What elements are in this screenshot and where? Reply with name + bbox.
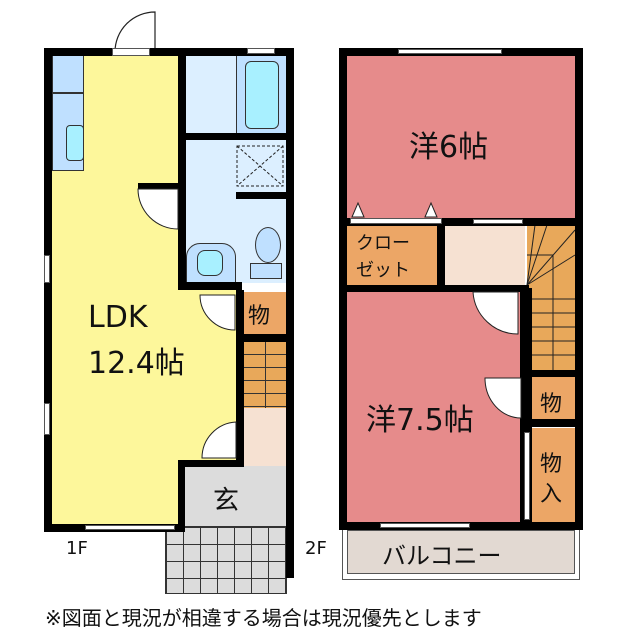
entrance-genkan	[185, 466, 288, 526]
stairs-2f	[527, 225, 575, 370]
western-7-5jo-door-swing-icon	[472, 291, 519, 335]
closet-door-marker-left-icon	[351, 201, 365, 218]
wall	[178, 460, 185, 532]
storage-door-swing-icon	[199, 294, 236, 331]
hall-2f	[445, 225, 525, 285]
western-6jo-window	[398, 49, 502, 54]
closet-doors[interactable]	[350, 218, 442, 224]
wall	[520, 419, 580, 427]
wall	[575, 48, 583, 530]
ldk-washroom-door-swing-icon	[137, 188, 179, 230]
wall	[138, 183, 180, 189]
storage-small-2f-label: 物	[540, 392, 563, 417]
western-room-7-5jo	[347, 292, 525, 522]
wall	[339, 285, 529, 292]
closet-2f	[347, 225, 437, 285]
wall	[178, 48, 186, 288]
wall	[178, 282, 242, 290]
front-door-opening[interactable]	[112, 48, 150, 56]
floor-1-label: 1F	[66, 538, 88, 559]
storage-closet-label-line1: 物	[540, 452, 563, 477]
balcony-floor	[347, 530, 575, 574]
disclaimer-note: ※図面と現況が相違する場合は現況優先とします	[45, 606, 482, 630]
wall	[186, 133, 288, 140]
closet-label-line1: クロー	[356, 233, 410, 254]
storage-small-2f	[532, 377, 575, 419]
closet-door-marker-right-icon	[424, 201, 438, 218]
hall-1f	[244, 408, 286, 466]
balcony-label: バルコニー	[382, 542, 502, 570]
wall	[437, 218, 445, 288]
storage-1f-label: 物	[248, 304, 271, 329]
wall	[44, 48, 52, 532]
toilet-bowl-icon	[255, 227, 281, 263]
wall	[180, 460, 244, 467]
storage-closet-sliding-door[interactable]	[524, 432, 530, 520]
ldk-window-left-1	[44, 255, 50, 283]
storage-closet-2f	[532, 428, 575, 522]
entrance-label: 玄	[213, 486, 240, 516]
entrance-porch-tiles	[165, 526, 287, 594]
bathtub-icon	[245, 61, 279, 129]
storage-closet-label-line2: 入	[540, 482, 563, 507]
stairs-1f	[244, 342, 286, 408]
washbasin-icon	[197, 250, 223, 276]
front-door-swing-icon	[114, 11, 156, 53]
floor-2-label: 2F	[305, 538, 327, 559]
ldk-label: LDK	[88, 300, 148, 335]
kitchen-counter	[52, 55, 84, 93]
wall	[44, 48, 294, 56]
wall	[286, 48, 294, 578]
toilet-tank-icon	[250, 263, 282, 279]
western-7-5jo-label: 洋7.5帖	[366, 403, 474, 438]
closet-label-line2: ゼット	[356, 260, 410, 281]
wall	[236, 334, 288, 342]
western-7-5jo-window	[380, 523, 470, 528]
western-room-6jo	[347, 55, 575, 220]
western-6jo-label: 洋6帖	[409, 130, 489, 165]
storage-1f	[244, 292, 286, 334]
wall	[520, 370, 580, 377]
laundry-pan-icon	[236, 145, 284, 187]
storage-small-door-swing-icon	[484, 377, 522, 419]
ldk-window-left-2	[44, 403, 50, 435]
bath-window	[247, 48, 275, 54]
wall	[236, 192, 288, 199]
stairs-lines-icon	[526, 224, 576, 370]
kitchen-sink-icon	[66, 125, 84, 161]
ldk-window-bottom	[85, 525, 175, 530]
wall	[339, 218, 583, 226]
wall	[236, 290, 244, 465]
hall-window	[473, 219, 523, 224]
ldk-size-label: 12.4帖	[88, 346, 185, 381]
hall-door-swing-icon	[201, 421, 237, 459]
